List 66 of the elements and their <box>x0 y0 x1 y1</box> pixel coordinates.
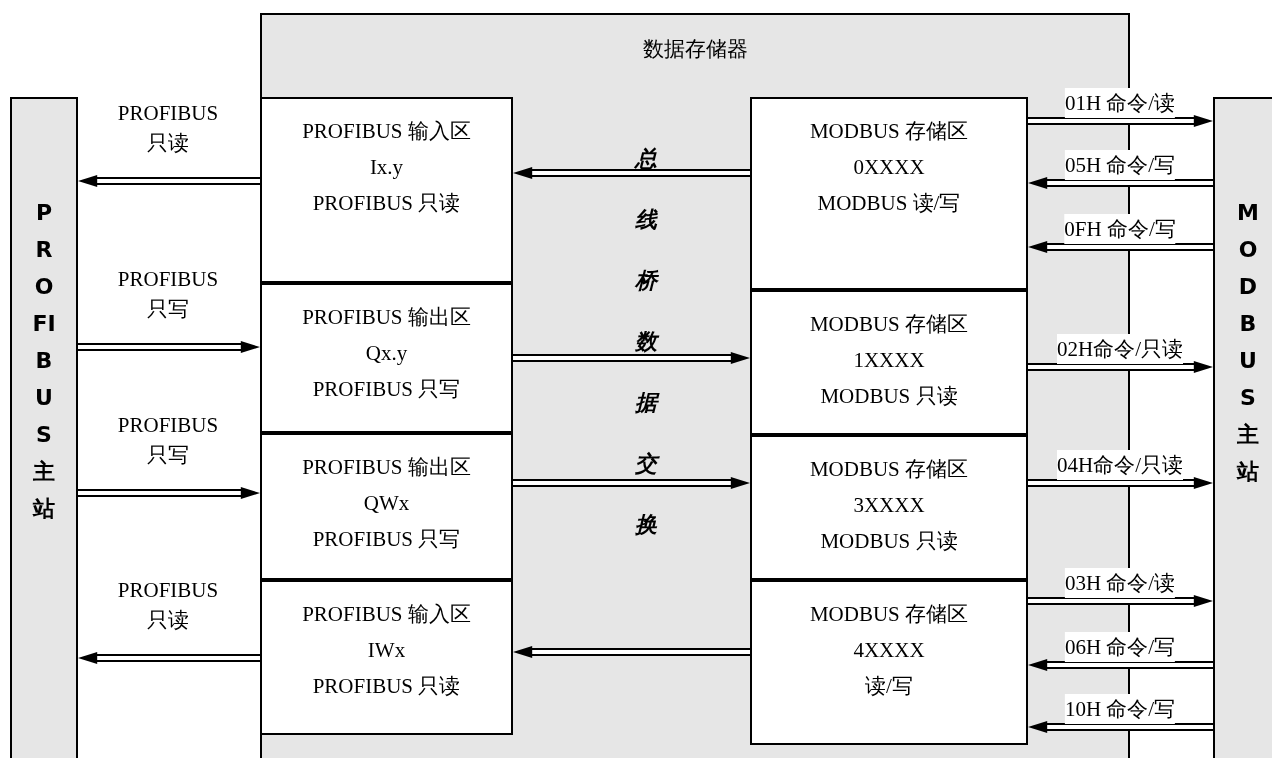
master-station-bar <box>10 97 78 758</box>
memory-area-box <box>750 290 1028 435</box>
edge-label: 04H命令/只读 <box>1057 450 1183 480</box>
double-arrow <box>1028 115 1213 127</box>
access-text: PROFIBUS 只读 <box>311 673 462 700</box>
edge-label: 0FH 命令/写 <box>1064 214 1176 244</box>
edge-label: 03H 命令/读 <box>1064 568 1176 598</box>
double-arrow <box>78 341 260 353</box>
access-text: PROFIBUS 只写 <box>311 376 462 403</box>
area-title: MODBUS 存储区 <box>808 456 970 483</box>
access-text: MODBUS 只读 <box>819 528 959 555</box>
edge-label: 06H 命令/写 <box>1064 632 1176 662</box>
address-text: 1XXXX <box>852 347 926 374</box>
memory-area-box <box>260 433 513 580</box>
edge-label: PROFIBUS 只读 <box>116 577 220 634</box>
memory-area-box <box>750 580 1028 745</box>
memory-area-box <box>260 580 513 735</box>
address-text: Ix.y <box>368 154 405 181</box>
address-text: 0XXXX <box>852 154 926 181</box>
double-arrow <box>1028 177 1213 189</box>
access-text: PROFIBUS 只写 <box>311 526 462 553</box>
edge-label: 05H 命令/写 <box>1064 150 1176 180</box>
master-station-bar <box>1213 97 1272 758</box>
double-arrow <box>513 477 750 489</box>
area-title: MODBUS 存储区 <box>808 311 970 338</box>
double-arrow <box>513 352 750 364</box>
double-arrow <box>513 167 750 179</box>
access-text: MODBUS 只读 <box>819 383 959 410</box>
edge-label: 01H 命令/读 <box>1064 88 1176 118</box>
edge-label: PROFIBUS 只读 <box>116 100 220 157</box>
area-title: PROFIBUS 输入区 <box>301 601 472 628</box>
area-title: PROFIBUS 输入区 <box>301 118 472 145</box>
double-arrow <box>1028 659 1213 671</box>
memory-area-box <box>260 283 513 433</box>
access-text: MODBUS 读/写 <box>816 190 962 217</box>
memory-area-box <box>750 97 1028 290</box>
edge-label: 10H 命令/写 <box>1064 694 1176 724</box>
container-title: 数据存储器 <box>641 36 749 63</box>
edge-label: 02H命令/只读 <box>1057 334 1183 364</box>
edge-label: PROFIBUS 只写 <box>116 266 220 323</box>
double-arrow <box>78 175 260 187</box>
double-arrow <box>1028 721 1213 733</box>
double-arrow <box>1028 361 1213 373</box>
vertical-label: 总线桥数据交换 <box>634 144 659 539</box>
double-arrow <box>1028 241 1213 253</box>
address-text: IWx <box>366 637 407 664</box>
address-text: Qx.y <box>364 340 409 367</box>
address-text: 4XXXX <box>852 637 926 664</box>
memory-area-box <box>750 435 1028 580</box>
access-text: PROFIBUS 只读 <box>311 190 462 217</box>
address-text: QWx <box>362 490 411 517</box>
vertical-label: PROFIBUS主站 <box>31 199 57 523</box>
area-title: PROFIBUS 输出区 <box>301 454 472 481</box>
double-arrow <box>513 646 750 658</box>
area-title: MODBUS 存储区 <box>808 601 970 628</box>
edge-label: PROFIBUS 只写 <box>116 412 220 469</box>
area-title: PROFIBUS 输出区 <box>301 304 472 331</box>
double-arrow <box>1028 477 1213 489</box>
double-arrow <box>78 652 260 664</box>
double-arrow <box>1028 595 1213 607</box>
memory-area-box <box>260 97 513 283</box>
area-title: MODBUS 存储区 <box>808 118 970 145</box>
access-text: 读/写 <box>864 673 914 700</box>
double-arrow <box>78 487 260 499</box>
address-text: 3XXXX <box>852 492 926 519</box>
vertical-label: MODBUS主站 <box>1235 199 1260 486</box>
